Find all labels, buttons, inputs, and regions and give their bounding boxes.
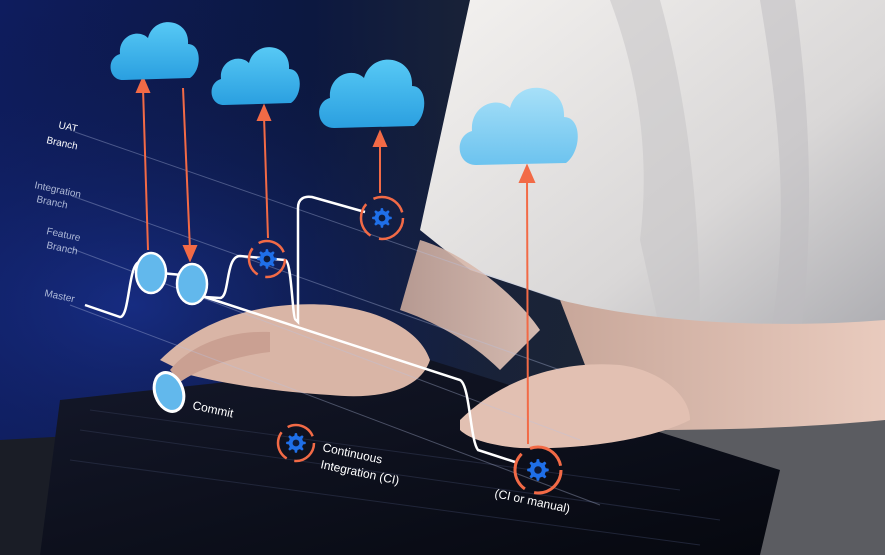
cloud-icon [110,22,199,81]
master-branch-path [204,295,516,464]
cloud-icon [211,47,300,105]
gear-icon [372,208,392,228]
keyboard [40,360,780,555]
commit-node-1 [134,251,168,295]
gear-icon [286,433,306,453]
commit-node-2 [175,262,209,306]
integration-branch-path [261,195,366,326]
arrow-up-1 [142,87,149,251]
left-hand [160,304,430,397]
ci-gear-badge-deploy [513,445,563,495]
commit-node-icon [152,371,186,413]
ci-gear-badge-2 [359,195,405,241]
uat-lane-line [74,131,561,301]
ci-gear-badge-1 [247,239,287,279]
gear-icon [257,249,277,269]
arrow-up-5 [526,177,529,445]
gear-icon [527,459,549,481]
arrow-up-3 [263,115,269,239]
uat-branch-label-line1: UAT [57,120,78,135]
arrow-down-2 [182,87,191,251]
cloud-icon [459,87,578,165]
right-hand [460,364,690,449]
cloud-icon [319,59,425,128]
ci-gear-badge-legend [276,423,316,463]
